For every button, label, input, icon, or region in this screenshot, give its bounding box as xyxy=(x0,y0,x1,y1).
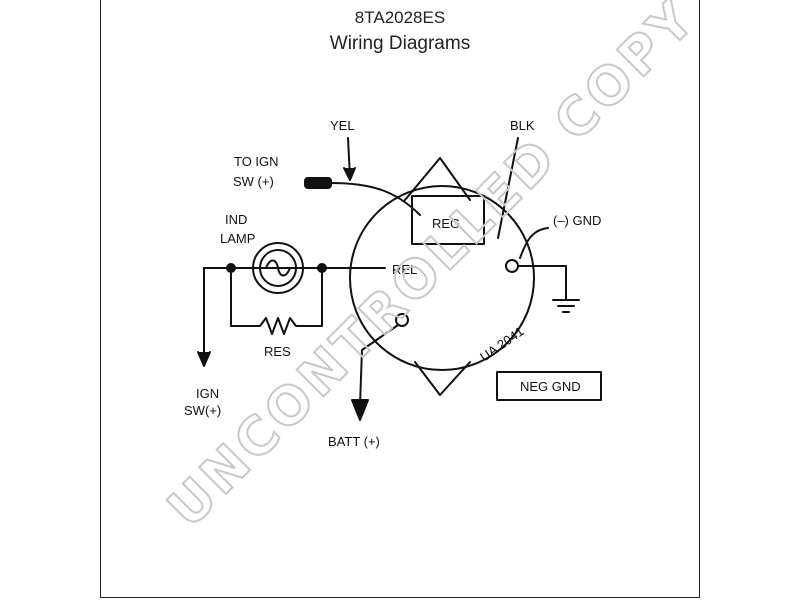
serial-label: UA 2041 xyxy=(477,324,526,365)
batt-terminal xyxy=(395,313,409,327)
alternator-top-lobe xyxy=(404,157,471,201)
blk-label: BLK xyxy=(510,118,535,133)
reg-label: REG xyxy=(432,216,460,231)
ign-label: IGN xyxy=(196,386,219,401)
lamp-label: LAMP xyxy=(220,231,255,246)
regulator-box xyxy=(411,195,485,245)
yel-wire xyxy=(329,182,421,216)
to-ign-label: TO IGN xyxy=(234,154,279,169)
batt-wire xyxy=(359,324,399,406)
ign-sw-label: SW(+) xyxy=(184,403,221,418)
res-label: RES xyxy=(264,344,291,359)
ground-wire xyxy=(517,265,567,301)
yel-label: YEL xyxy=(330,118,355,133)
neg-gnd-box xyxy=(496,371,602,401)
sw-plus-label: SW (+) xyxy=(233,174,274,189)
resistor-branch xyxy=(230,267,323,335)
indicator-lamp xyxy=(252,242,304,294)
neg-gnd-box-label: NEG GND xyxy=(520,379,581,394)
batt-label: BATT (+) xyxy=(328,434,380,449)
uncontrolled-copy-watermark: UNCONTROLLED COPY xyxy=(157,0,709,539)
alternator-body xyxy=(349,185,535,371)
alternator-bottom-lobe xyxy=(414,361,471,396)
ign-connector xyxy=(304,177,332,189)
diagram-frame xyxy=(100,0,700,598)
rel-label: REL xyxy=(392,262,417,277)
ground-terminal xyxy=(505,259,519,273)
neg-gnd-terminal-label: (–) GND xyxy=(553,213,601,228)
diagram-subtitle: Wiring Diagrams xyxy=(329,33,471,54)
diagram-model-number: 8TA2028ES xyxy=(354,8,446,27)
ind-label: IND xyxy=(225,212,247,227)
